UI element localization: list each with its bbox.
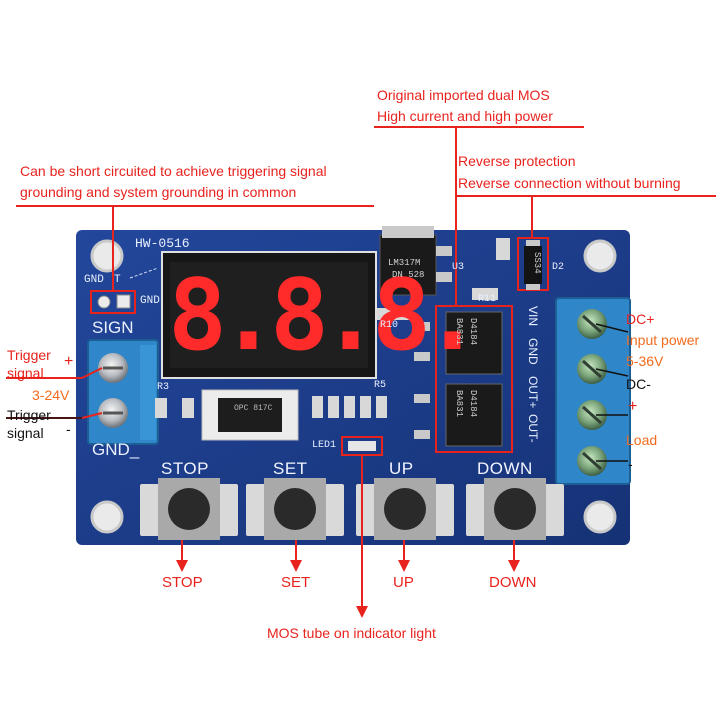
down-caption: DOWN <box>489 574 537 591</box>
out-minus-label: OUT- <box>526 414 540 443</box>
set-board-label: SET <box>273 459 308 478</box>
mos2-text-1: D4184 <box>468 390 478 418</box>
black-leader-lines <box>6 323 629 462</box>
dc-minus-label: DC- <box>626 376 651 392</box>
input-power-label: Input power <box>626 332 700 348</box>
load-minus-sign: - <box>628 456 633 472</box>
mos2-text-2: BA831 <box>454 390 464 418</box>
regulator-text-2: DN 528 <box>392 270 425 280</box>
r5-label: R5 <box>374 380 387 391</box>
power-load-terminal-block <box>555 297 631 485</box>
mos1-text-1: D4184 <box>468 318 478 346</box>
display-digits: 8.8.8. <box>168 259 482 373</box>
r10-label: R10 <box>380 320 399 331</box>
set-switch <box>246 478 344 540</box>
seven-segment-display <box>161 251 377 379</box>
short-annotation-1: Can be short circuited to achieve trigge… <box>20 163 327 179</box>
gnd-right-label: GND <box>140 295 160 307</box>
r3-label: R3 <box>157 382 170 393</box>
r11-label: R11 <box>478 294 497 305</box>
indicator-annotation: MOS tube on indicator light <box>267 625 436 641</box>
up-caption: UP <box>393 574 414 591</box>
mos-transistors <box>414 305 513 453</box>
gnd-r-label: GND <box>526 338 540 365</box>
optocoupler <box>201 389 299 441</box>
trigger-minus-label-1: Trigger <box>7 407 51 423</box>
mos-annotation-2: High current and high power <box>377 108 553 124</box>
trigger-minus-sign: - <box>66 421 71 437</box>
led1-label: LED1 <box>312 440 337 451</box>
signal-terminal-block <box>87 339 159 445</box>
voltage-regulator <box>379 226 452 296</box>
reverse-annotation-1: Reverse protection <box>458 153 576 169</box>
trigger-voltage-label: 3-24V <box>32 387 70 403</box>
dc-plus-label: DC+ <box>626 311 655 327</box>
push-buttons <box>140 478 564 540</box>
d2-label: D2 <box>552 262 565 273</box>
trigger-minus-label-2: signal <box>7 425 44 441</box>
mos-annotation-1: Original imported dual MOS <box>377 87 550 103</box>
gnd-left-label: GND <box>84 274 104 286</box>
down-board-label: DOWN <box>477 459 533 478</box>
load-label: Load <box>626 432 658 448</box>
down-switch <box>466 478 564 540</box>
u3-label: U3 <box>452 262 465 273</box>
opto-text: OPC 817C <box>234 404 273 413</box>
mounting-holes <box>90 239 617 534</box>
trigger-plus-label-2: signal <box>7 365 44 381</box>
set-caption: SET <box>281 574 311 591</box>
stop-caption: STOP <box>162 574 203 591</box>
load-plus-sign: + <box>628 398 638 415</box>
short-annotation-2: grounding and system grounding in common <box>20 184 297 200</box>
out-plus-label: OUT+ <box>526 376 540 409</box>
input-range-label: 5-36V <box>626 353 664 369</box>
stop-switch <box>140 478 238 540</box>
diode-text: SS34 <box>532 252 542 274</box>
stop-board-label: STOP <box>161 459 209 478</box>
up-board-label: UP <box>389 459 414 478</box>
trigger-plus-label-1: Trigger <box>7 347 51 363</box>
up-switch <box>356 478 454 540</box>
vin-label: VIN <box>526 306 540 327</box>
smd-resistors <box>155 238 510 418</box>
annotation-lines <box>6 126 716 606</box>
regulator-text-1: LM317M <box>388 258 421 268</box>
t-label: T <box>114 274 121 286</box>
mos1-text-2: BA831 <box>454 318 464 346</box>
trigger-plus-sign: + <box>64 353 74 370</box>
board-model: HW-0516 <box>135 236 190 251</box>
arrowheads <box>176 560 520 618</box>
gnd-bottom-label: GND_ <box>92 440 140 459</box>
reverse-annotation-2: Reverse connection without burning <box>458 175 681 191</box>
sign-label: SIGN <box>92 318 134 337</box>
